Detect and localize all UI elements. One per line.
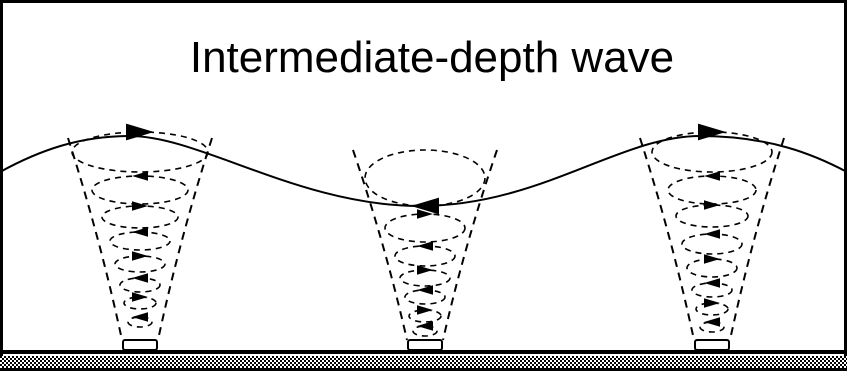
orbit-ellipse xyxy=(652,132,772,172)
direction-arrow xyxy=(704,278,720,288)
bottom-orbit-marker xyxy=(123,340,157,350)
orbit-ellipse xyxy=(92,176,188,204)
bottom-orbit-marker xyxy=(408,340,442,350)
funnel-edge-right xyxy=(443,150,497,340)
seabed xyxy=(0,350,847,368)
orbit-ellipse xyxy=(102,206,178,228)
direction-arrow xyxy=(704,229,720,239)
funnel-edge-left xyxy=(640,138,694,340)
direction-arrow xyxy=(132,201,148,211)
direction-arrow xyxy=(417,305,433,315)
orbit-ellipse xyxy=(110,232,170,250)
direction-arrow xyxy=(704,254,720,264)
direction-arrow xyxy=(704,298,720,308)
orbit-ellipse xyxy=(395,246,455,266)
direction-arrow xyxy=(132,312,148,322)
direction-arrow xyxy=(417,321,433,331)
direction-arrow xyxy=(704,317,720,327)
funnel-edge-right xyxy=(158,138,212,340)
direction-arrow xyxy=(132,292,148,302)
funnel-edge-left xyxy=(68,138,122,340)
orbit-group-crest-left xyxy=(68,124,212,350)
direction-arrow xyxy=(704,200,720,210)
orbit-ellipse xyxy=(682,234,742,254)
direction-arrow xyxy=(132,251,148,261)
bottom-orbit-marker xyxy=(695,340,729,350)
direction-arrow xyxy=(132,273,148,283)
orbit-ellipse xyxy=(365,150,485,206)
funnel-edge-left xyxy=(353,150,407,340)
wave-surface xyxy=(0,136,847,206)
direction-arrow xyxy=(698,124,726,141)
orbit-group-crest-right xyxy=(640,124,784,350)
orbit-ellipse xyxy=(385,214,465,242)
orbit-ellipse xyxy=(687,259,737,277)
orbit-ellipse xyxy=(668,176,756,204)
orbit-group-trough xyxy=(353,150,497,350)
diagram-title: Intermediate-depth wave xyxy=(190,33,674,82)
orbit-ellipse xyxy=(676,205,748,227)
